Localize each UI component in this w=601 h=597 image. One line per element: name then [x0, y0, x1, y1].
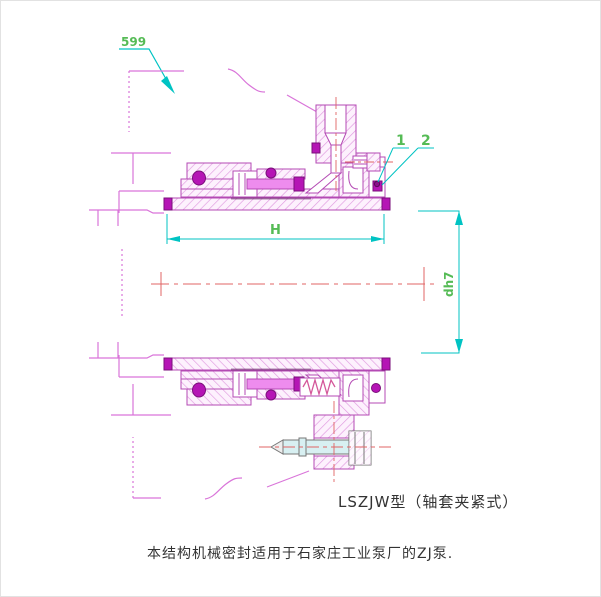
seal-ring-vertical [293, 176, 305, 192]
screw-head-hatch [349, 431, 371, 465]
dh7-dim-line [418, 210, 460, 354]
label1-leader [377, 147, 394, 183]
seal-gland-assembly [163, 152, 391, 211]
dh7-dim-label: dh7 [442, 272, 456, 297]
dimension-dh7: dh7 [418, 210, 463, 354]
part-label-1: 1 [396, 133, 406, 149]
casing-outline-top-left [89, 68, 318, 319]
shaft-centerline [151, 267, 439, 301]
h-arrow-right-icon [371, 236, 384, 242]
sleeve-end-seal-left [163, 197, 173, 211]
spring [302, 377, 336, 397]
drive-pocket [342, 166, 364, 194]
retainer-dot-seal [371, 383, 381, 393]
balloon-599: 599 [119, 35, 175, 94]
callout-seal-ring [373, 180, 381, 188]
type-title: LSZJW型（轴套夹紧式） [338, 493, 518, 511]
dh7-arrow-bottom-icon [455, 339, 463, 353]
balloon-label: 599 [121, 35, 146, 49]
part-callouts: 1 2 [372, 133, 434, 192]
vent-boss [311, 97, 357, 191]
spring-assembly [299, 377, 341, 397]
dh7-arrow-top-icon [455, 211, 463, 225]
hex-plug [345, 152, 393, 172]
set-screw-assembly [259, 401, 393, 488]
vent-counterbore [324, 104, 347, 134]
h-arrow-left-icon [167, 236, 180, 242]
h-dim-label: H [270, 223, 281, 238]
part-label-2: 2 [421, 133, 431, 149]
casing-outline-bottom-left [89, 342, 243, 500]
o-ring-middle [265, 167, 277, 179]
o-ring-left [192, 170, 206, 186]
caption-text: 本结构机械密封适用于石家庄工业泵厂的ZJ泵. [147, 545, 453, 562]
label2-leader [381, 147, 419, 186]
dimension-h: H [166, 214, 385, 244]
screw-leader-line [266, 470, 310, 488]
boss-wall-seal [311, 142, 321, 154]
seal-gland-assembly-bottom [163, 357, 391, 416]
sleeve-end-seal-right [381, 197, 391, 211]
shaft-sleeve [171, 197, 383, 211]
balloon-arrow-icon [161, 76, 175, 94]
drive-lug-line [348, 170, 359, 190]
balloon-leader-line [119, 48, 167, 80]
